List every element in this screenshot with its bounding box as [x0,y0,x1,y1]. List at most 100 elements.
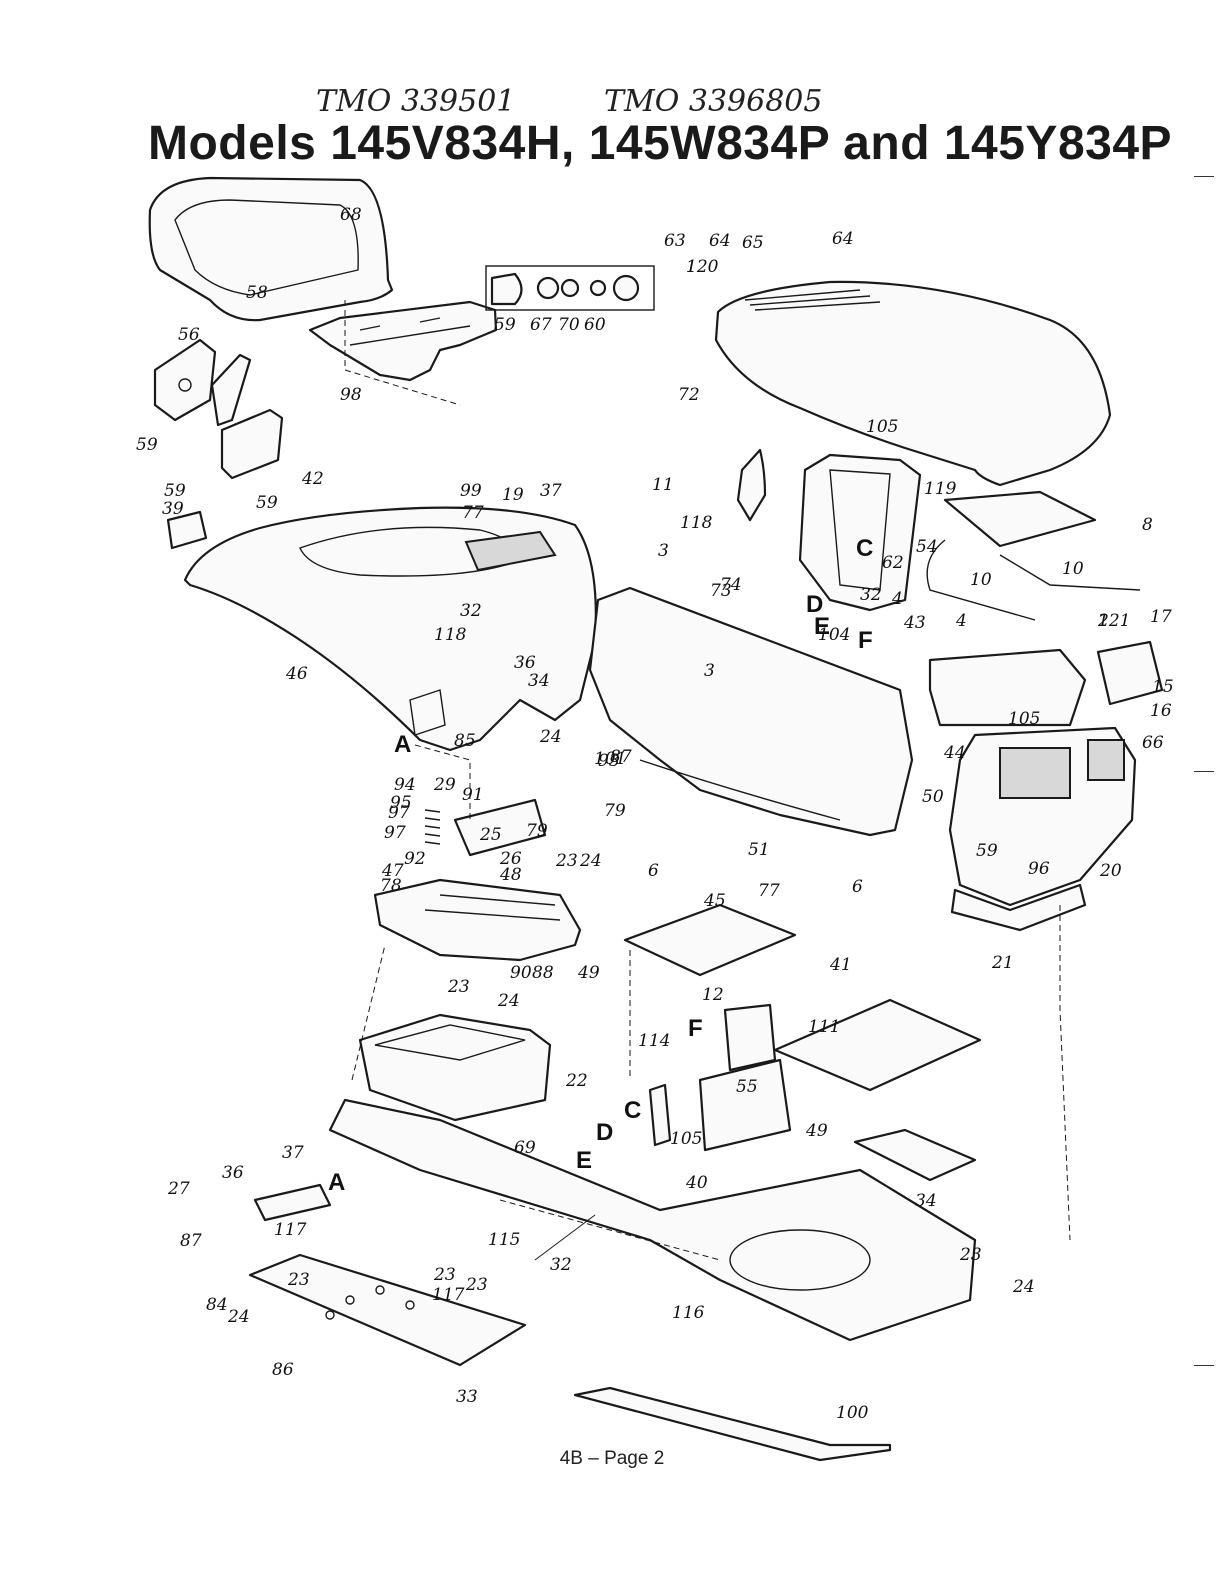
part-callout-39: 39 [162,499,184,519]
seat-adjust-bracket [153,338,284,480]
part-callout-97: 97 [384,823,406,843]
rod [534,1214,596,1261]
part-callout-86: 86 [272,1360,294,1380]
part-callout-63: 63 [664,231,686,251]
part-callout-10: 10 [970,570,992,590]
part-callout-77: 77 [462,503,484,523]
part-callout-84: 84 [206,1295,228,1315]
rear-fender [183,506,597,752]
step-mat [573,1386,892,1462]
part-callout-27: 27 [167,1179,190,1199]
part-callout-59: 59 [164,481,186,501]
part-callout-17: 17 [1150,607,1172,627]
part-callout-23: 23 [959,1245,982,1265]
margin-tick [1194,771,1214,772]
part-callout-105: 105 [1008,709,1040,729]
part-callout-91: 91 [462,785,484,805]
hood [714,280,1112,487]
front-panel [588,586,914,837]
part-callout-45: 45 [703,891,726,911]
seat-latch-bracket [453,798,547,857]
letter-marker-F: F [688,1015,703,1042]
part-callout-93: 93 [598,751,620,771]
part-callout-64: 64 [832,229,854,249]
part-callout-26: 26 [499,849,522,869]
part-callout-59: 59 [976,841,998,861]
part-callout-23: 23 [447,977,470,997]
seat-spring [424,809,441,845]
fuel-tank [358,1013,552,1122]
part-callout-77: 77 [758,881,780,901]
part-callout-64: 64 [709,231,731,251]
part-callout-42: 42 [301,469,324,489]
part-callout-3: 3 [658,541,669,561]
seat-bracket [308,300,498,382]
part-callout-62: 62 [882,553,904,573]
part-callout-32: 32 [860,585,882,605]
margin-tick [1194,176,1214,177]
part-callout-23: 23 [433,1265,456,1285]
part-callout-79: 79 [604,801,626,821]
part-callout-115: 115 [488,1230,520,1250]
part-callout-121: 121 [1098,611,1130,631]
part-callout-21: 21 [991,953,1014,973]
margin-tick [1194,1365,1214,1366]
right-footrest [773,998,982,1092]
part-callout-119: 119 [924,479,957,499]
part-callout-73: 73 [710,581,732,601]
part-callout-95: 95 [390,793,412,813]
part-callout-37: 37 [282,1143,304,1163]
part-callout-97: 97 [388,803,410,823]
part-callout-24: 24 [579,851,602,871]
part-callout-65: 65 [742,233,764,253]
part-callout-78: 78 [380,876,402,896]
part-callout-2: 2 [1097,611,1109,631]
part-callout-15: 15 [1152,677,1174,697]
part-callout-24: 24 [539,727,562,747]
part-callout-6: 6 [852,877,863,897]
knob-kit [485,265,655,311]
part-callout-24: 24 [497,991,520,1011]
part-callout-6: 6 [648,861,659,881]
part-callout-60: 60 [584,315,606,335]
seat [148,176,394,322]
part-callout-69: 69 [514,1138,536,1158]
part-callout-12: 12 [702,985,724,1005]
hood-bracket [926,490,1141,621]
part-callout-56: 56 [178,325,200,345]
part-callout-87: 87 [180,1231,202,1251]
part-callout-3: 3 [704,661,715,681]
pedal-pad [166,510,208,550]
part-callout-118: 118 [680,513,713,533]
part-callout-24: 24 [227,1307,250,1327]
part-callout-50: 50 [922,787,944,807]
part-callout-16: 16 [1150,701,1172,721]
part-callout-66: 66 [1142,733,1164,753]
part-callout-32: 32 [460,601,482,621]
foot-plate-left [248,1253,527,1367]
part-callout-90: 90 [510,963,532,983]
part-callout-36: 36 [222,1163,244,1183]
page-number: 4B – Page 2 [559,1448,665,1469]
part-callout-67: 67 [530,315,552,335]
part-callout-29: 29 [433,775,456,795]
part-callout-1: 1 [686,257,697,277]
part-callout-79: 79 [526,821,548,841]
letter-marker-C: C [624,1097,641,1124]
part-callout-96: 96 [1028,859,1050,879]
part-callout-101: 101 [594,749,626,769]
page-title: Models 145V834H, 145W834P and 145Y834P [148,117,1173,170]
part-callout-58: 58 [246,283,268,303]
fender-trim [464,530,557,572]
part-callout-10: 10 [1062,559,1084,579]
headlight [1096,640,1164,706]
letter-marker-F: F [858,627,873,654]
part-callout-98: 98 [340,385,362,405]
part-callout-111: 111 [808,1017,840,1037]
part-callout-87: 87 [610,747,632,767]
part-callout-105: 105 [866,417,898,437]
part-callout-47: 47 [381,861,404,881]
part-callout-22: 22 [565,1071,588,1091]
